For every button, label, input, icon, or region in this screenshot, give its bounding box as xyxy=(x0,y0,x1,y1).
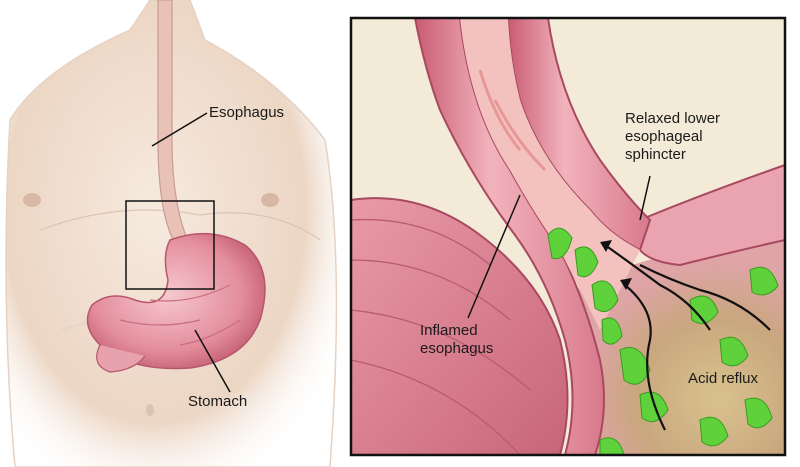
stomach-wall-left xyxy=(350,197,569,456)
sphincter-label-line-2: esophageal xyxy=(625,128,703,145)
sphincter-label-line-3: sphincter xyxy=(625,146,686,163)
esophagus-wall-right xyxy=(506,17,652,252)
reflux-arrows xyxy=(604,244,771,431)
stomach-label: Stomach xyxy=(188,393,248,410)
esophagus-label: Esophagus xyxy=(209,104,285,121)
zoom-panel xyxy=(349,16,787,457)
reflux-arrowheads xyxy=(600,240,632,290)
left-nipple xyxy=(23,193,41,207)
stomach-leader xyxy=(194,329,231,393)
acid-reflux-blobs xyxy=(547,227,779,456)
right-nipple xyxy=(261,193,279,207)
acid-reflux-label: Acid reflux xyxy=(688,370,759,387)
torso-panel xyxy=(0,0,345,467)
sphincter-label-line-1: Relaxed lower xyxy=(625,110,721,127)
inflamed-label-line-2: esophagus xyxy=(420,340,494,357)
stomach-wall-right xyxy=(639,163,786,267)
zoom-frame xyxy=(349,16,787,457)
inset-box xyxy=(125,200,215,290)
sphincter-label: Relaxed lower esophageal sphincter xyxy=(625,110,775,164)
esophagus-leader xyxy=(151,112,208,147)
inflamed-leader xyxy=(467,194,521,319)
inflamed-esophagus-label: Inflamed esophagus xyxy=(420,322,540,358)
esophagus-lumen xyxy=(460,18,640,330)
inflamed-label-line-1: Inflamed xyxy=(420,322,478,339)
sphincter-leader xyxy=(639,175,651,221)
